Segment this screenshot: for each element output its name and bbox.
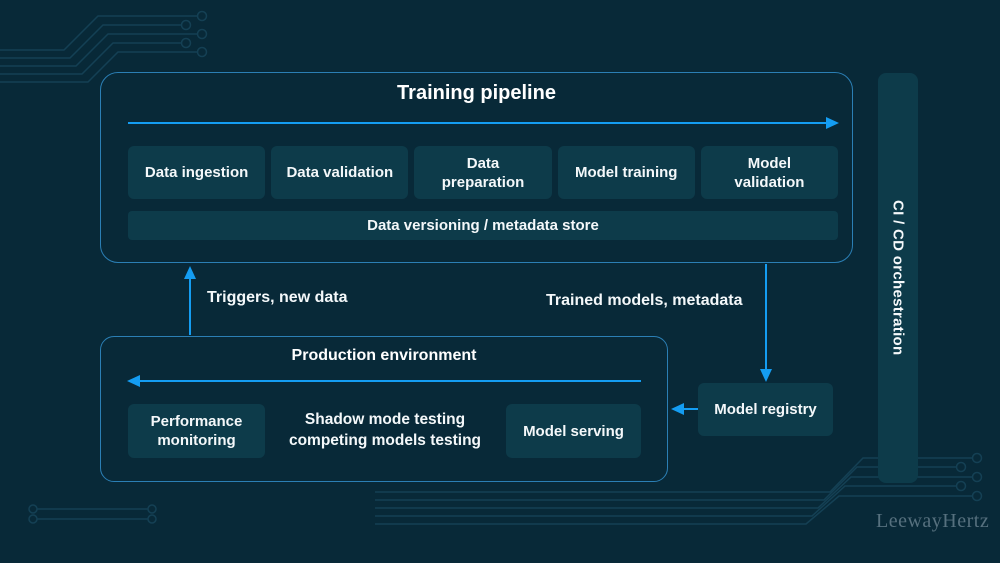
registry-to-production-arrowhead-icon — [671, 403, 684, 415]
step-data-validation: Data validation — [271, 146, 409, 199]
step-data-preparation: Data preparation — [414, 146, 552, 199]
shadow-mode-testing-label: Shadow mode testing competing models tes… — [288, 411, 482, 449]
trained-models-label: Trained models, metadata — [546, 292, 743, 309]
data-versioning-store-bar: Data versioning / metadata store — [128, 211, 838, 240]
triggers-arrow-line — [188, 278, 192, 335]
cicd-orchestration-bar: CI / CD orchestration — [878, 73, 918, 483]
circuit-trace-bottom-right — [375, 452, 983, 525]
training-flow-arrowhead-icon — [826, 117, 839, 129]
circuit-trace-top-left — [0, 10, 208, 83]
registry-to-production-arrow-line — [683, 407, 698, 411]
training-flow-arrow-line — [128, 121, 827, 124]
trained-models-arrowhead-icon — [760, 369, 772, 382]
training-pipeline-frame — [100, 72, 853, 263]
production-flow-arrowhead-icon — [127, 375, 140, 387]
step-model-training: Model training — [557, 146, 695, 199]
model-serving-box: Model serving — [506, 404, 641, 458]
triggers-arrowhead-icon — [184, 266, 196, 279]
performance-monitoring-box: Performance monitoring — [128, 404, 265, 458]
production-environment-frame — [100, 336, 668, 482]
model-registry-box: Model registry — [698, 383, 833, 436]
training-pipeline-title: Training pipeline — [397, 82, 556, 104]
triggers-label: Triggers, new data — [207, 289, 348, 306]
step-data-ingestion: Data ingestion — [128, 146, 266, 199]
circuit-trace-bottom-left — [28, 504, 157, 524]
brand-logo-text: LeewayHertz — [876, 510, 990, 532]
trained-models-arrow-line — [764, 264, 768, 370]
production-flow-arrow-line — [139, 379, 641, 383]
cicd-orchestration-label: CI / CD orchestration — [889, 200, 907, 356]
step-model-validation: Model validation — [700, 146, 839, 199]
training-steps-row: Data ingestion Data validation Data prep… — [128, 146, 839, 199]
production-environment-title: Production environment — [291, 347, 477, 364]
